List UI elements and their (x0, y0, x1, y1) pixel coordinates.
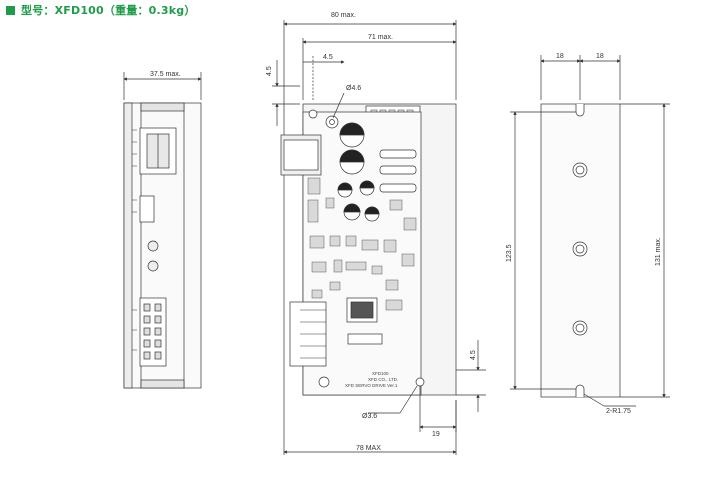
front-offset-label: 4.5 (323, 54, 333, 61)
rear-hole-spacing-label: 123.5 (506, 244, 513, 262)
front-view (272, 20, 486, 455)
front-hole-bottom-label: Ø3.6 (362, 413, 377, 420)
rear-height-label: 131 max. (655, 237, 662, 266)
pcb-text-line2: XFD CO., LTD. (368, 377, 398, 382)
rear-view (510, 55, 670, 407)
rear-left-span-label: 18 (556, 53, 564, 60)
model-title: 型号：XFD100（重量：0.3kg） (6, 2, 196, 18)
side-view (123, 72, 202, 389)
front-hole-top-label: Ø4.6 (346, 85, 361, 92)
rear-right-span-label: 18 (596, 53, 604, 60)
pcb-text-line1: XFD100 (372, 371, 389, 376)
model-title-text: 型号：XFD100（重量：0.3kg） (21, 4, 196, 17)
front-bottom-offset-label: 4.5 (470, 350, 477, 360)
front-bottom-edge-label: 19 (432, 431, 440, 438)
front-overall-width-label: 80 max. (331, 12, 356, 19)
square-bullet-icon (6, 5, 15, 15)
front-board-width-label: 78 MAX (356, 445, 381, 452)
front-top-offset-label: 4.5 (266, 66, 273, 76)
side-width-label: 37.5 max. (150, 71, 181, 78)
rear-corner-radius-label: 2-R1.75 (606, 408, 631, 415)
pcb-text-line3: XFD SERVO DRIVE Ver.1 (345, 383, 398, 388)
front-inner-width-label: 71 max. (368, 34, 393, 41)
